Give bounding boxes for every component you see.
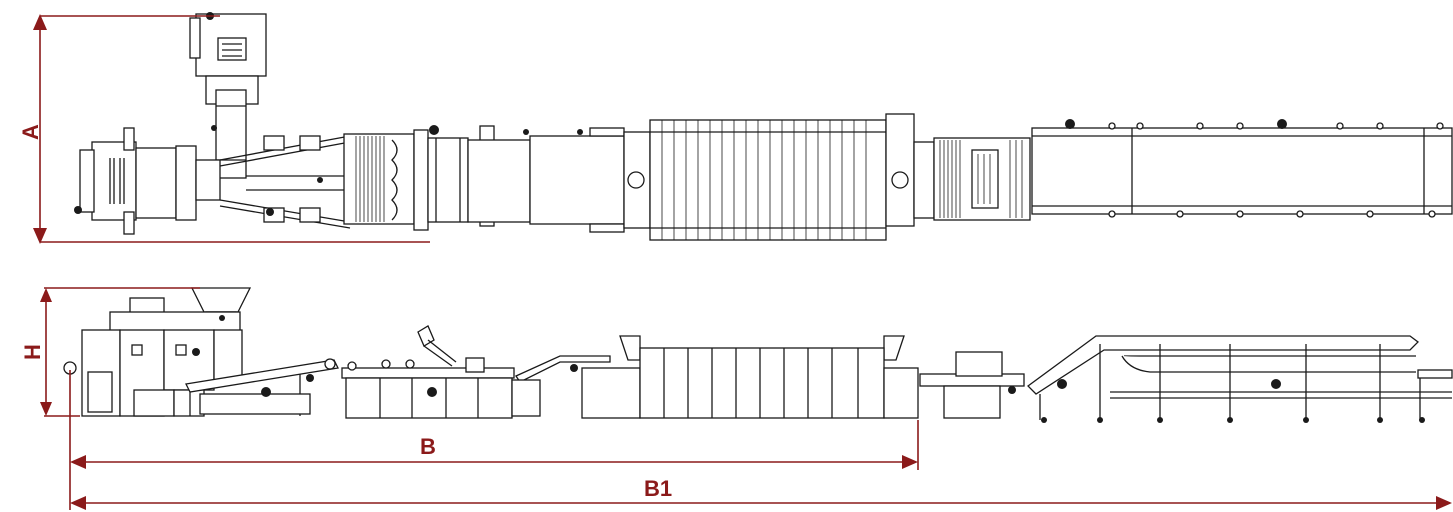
cutter-section-top [343,125,625,233]
dimension-b: B [69,370,919,510]
oven-infeed-side [511,355,611,417]
feeder-unit-top [74,12,267,235]
dimension-a: A [18,14,430,244]
oven-top [623,113,915,241]
dimension-b1: B1 [70,476,1452,510]
transfer-frame-top [219,135,351,229]
oven-side [581,335,919,419]
cooling-unit-side [919,351,1025,419]
dimension-b-label: B [420,434,436,459]
dimension-h-label: H [20,344,45,360]
dimension-a-label: A [18,124,43,140]
side-view [63,287,1453,423]
dimension-h: H [20,287,200,417]
output-conveyor-top [1031,119,1453,218]
output-conveyor-side [1027,335,1453,423]
cutter-section-side [341,325,515,419]
top-view [74,12,1453,241]
dimension-b1-label: B1 [644,476,672,501]
sheeter-unit-side [63,287,252,417]
incline-conveyor-side [185,358,339,416]
cooling-section-top [913,137,1031,221]
